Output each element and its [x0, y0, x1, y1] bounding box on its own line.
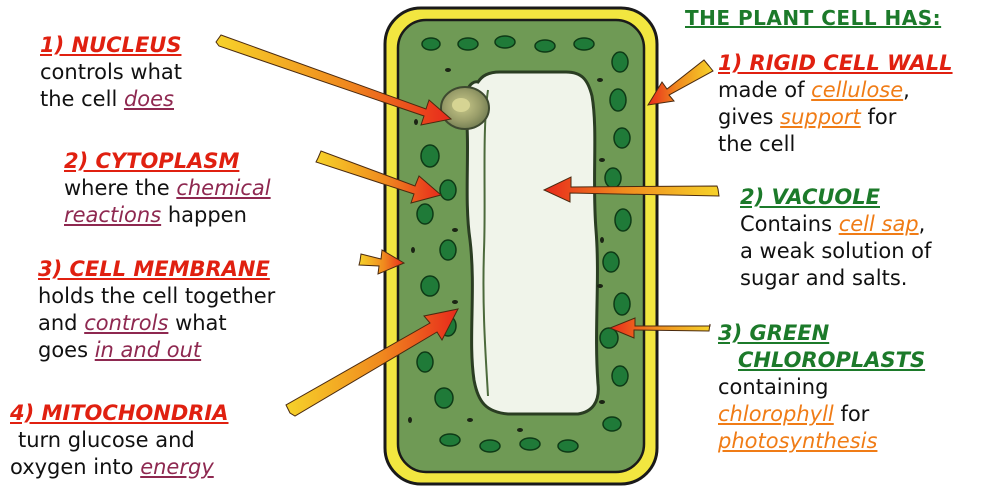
cell-wall-line1-post: ,: [903, 78, 910, 102]
mitochondria-line2-text: oxygen into: [10, 455, 140, 479]
membrane-line2: and controls what: [38, 310, 275, 337]
chloroplasts-highlight-chlorophyll: chlorophyll: [718, 402, 834, 426]
nucleus-line1: controls what: [40, 59, 182, 86]
membrane-line2-pre: and: [38, 311, 84, 335]
label-cell-membrane: 3) CELL MEMBRANE holds the cell together…: [38, 256, 275, 364]
cell-wall-line2: gives support for: [718, 104, 953, 131]
cell-wall-line2-pre: gives: [718, 105, 780, 129]
cytoplasm-line1-text: where the: [64, 176, 176, 200]
nucleus-highlight-does: does: [124, 87, 174, 111]
heading-chloroplasts-1: 3) GREEN: [718, 320, 925, 347]
heading-mitochondria: 4) MITOCHONDRIA: [10, 400, 229, 427]
label-chloroplasts: 3) GREEN CHLOROPLASTS containing chlorop…: [718, 320, 925, 455]
chloroplasts-line2: chlorophyll for: [718, 401, 925, 428]
mitochondria-highlight-energy: energy: [140, 455, 214, 479]
vacuole-line3: sugar and salts.: [740, 265, 931, 292]
nucleus-line2-text: the cell: [40, 87, 124, 111]
label-cytoplasm: 2) CYTOPLASM where the chemical reaction…: [64, 148, 271, 229]
cell-wall-line1: made of cellulose,: [718, 77, 953, 104]
cell-wall-line1-pre: made of: [718, 78, 811, 102]
chloroplasts-line1: containing: [718, 374, 925, 401]
membrane-line3: goes in and out: [38, 337, 275, 364]
label-mitochondria: 4) MITOCHONDRIA turn glucose and oxygen …: [10, 400, 229, 481]
heading-chloroplasts-2: CHLOROPLASTS: [718, 347, 925, 374]
membrane-line2-post: what: [168, 311, 226, 335]
chloroplasts-line2-post: for: [834, 402, 870, 426]
cytoplasm-line1: where the chemical: [64, 175, 271, 202]
label-vacuole: 2) VACUOLE Contains cell sap, a weak sol…: [740, 184, 931, 292]
chloroplasts-line3: photosynthesis: [718, 428, 925, 455]
cytoplasm-line2-text: happen: [161, 203, 247, 227]
cell-wall-highlight-cellulose: cellulose: [811, 78, 903, 102]
cytoplasm-highlight-chemical: chemical: [176, 176, 270, 200]
nucleus-line2: the cell does: [40, 86, 182, 113]
vacuole-highlight-cell-sap: cell sap: [839, 212, 919, 236]
heading-nucleus: 1) NUCLEUS: [40, 32, 182, 59]
label-cell-wall: 1) RIGID CELL WALL made of cellulose, gi…: [718, 50, 953, 158]
heading-cell-membrane: 3) CELL MEMBRANE: [38, 256, 275, 283]
vacuole-line1-post: ,: [919, 212, 926, 236]
cell-wall-line2-post: for: [861, 105, 897, 129]
mitochondria-line1: turn glucose and: [10, 427, 229, 454]
cytoplasm-line2: reactions happen: [64, 202, 271, 229]
vacuole-line1: Contains cell sap,: [740, 211, 931, 238]
heading-cytoplasm: 2) CYTOPLASM: [64, 148, 271, 175]
membrane-highlight-in-and-out: in and out: [95, 338, 201, 362]
mitochondria-line2: oxygen into energy: [10, 454, 229, 481]
membrane-line1: holds the cell together: [38, 283, 275, 310]
membrane-highlight-controls: controls: [84, 311, 168, 335]
nucleolus: [452, 98, 470, 112]
cell-wall-highlight-support: support: [780, 105, 861, 129]
chloroplasts-highlight-photosynthesis: photosynthesis: [718, 429, 877, 453]
vacuole-line2: a weak solution of: [740, 238, 931, 265]
label-nucleus: 1) NUCLEUS controls what the cell does: [40, 32, 182, 113]
heading-vacuole: 2) VACUOLE: [740, 184, 931, 211]
heading-cell-wall: 1) RIGID CELL WALL: [718, 50, 953, 77]
diagram-title: THE PLANT CELL HAS:: [685, 6, 941, 30]
cytoplasm-highlight-reactions: reactions: [64, 203, 161, 227]
vacuole-line1-pre: Contains: [740, 212, 839, 236]
membrane-line3-pre: goes: [38, 338, 95, 362]
cell-wall-line3: the cell: [718, 131, 953, 158]
